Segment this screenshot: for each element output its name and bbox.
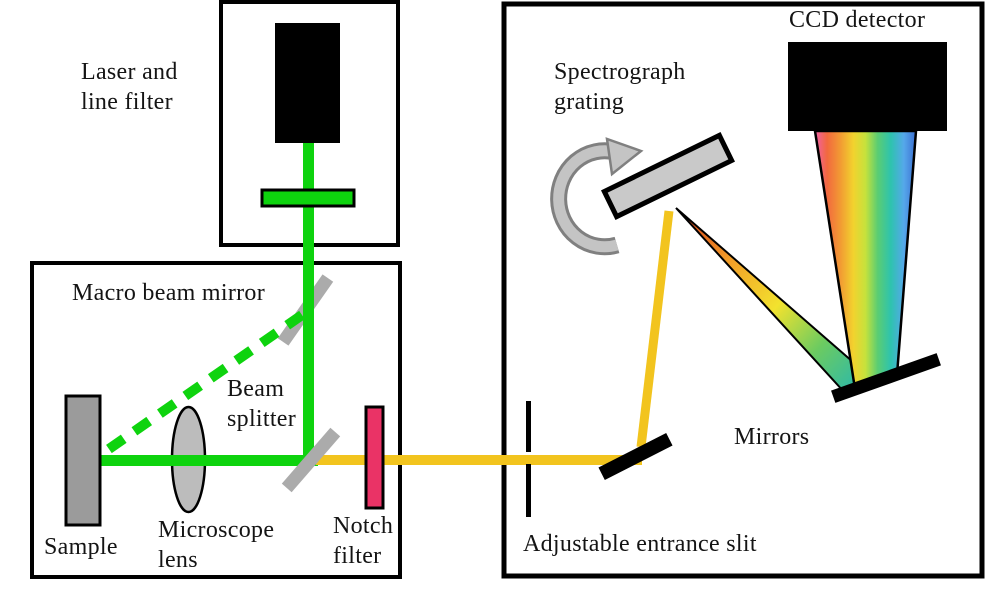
laser-source [275,23,340,143]
notch-filter [364,405,385,510]
scattered-beam-to-grating [636,210,674,448]
fold-mirror-1 [598,433,673,480]
scattered-beam-horizontal [316,455,642,465]
fold-mirror-2 [831,353,941,403]
macro-beam-mirror-label: Macro beam mirror [72,280,266,306]
sample [64,394,102,527]
sample-label: Sample [44,534,118,560]
rotation-arrow-icon [550,137,644,256]
entrance-slit-label: Adjustable entrance slit [523,531,757,557]
notch-filter-label: Notch filter [333,513,394,569]
ccd-detector-label: CCD detector [789,7,926,33]
line-filter [260,188,356,208]
laser-label: Laser and line filter [81,59,178,115]
macro-beam-dashed-path [103,310,305,456]
entrance-slit [526,401,531,517]
laser-beam-vertical [303,143,314,466]
ccd-detector [788,42,947,131]
microscope-lens-label: Microscope lens [158,517,275,573]
spectrograph-grating [600,132,736,220]
spectrograph-grating-label: Spectrograph grating [554,59,686,115]
beam-splitter [281,427,341,493]
mirrors-label: Mirrors [734,424,810,450]
laser-beam-horizontal [100,455,318,466]
beam-splitter-label: Beam splitter [227,376,297,432]
